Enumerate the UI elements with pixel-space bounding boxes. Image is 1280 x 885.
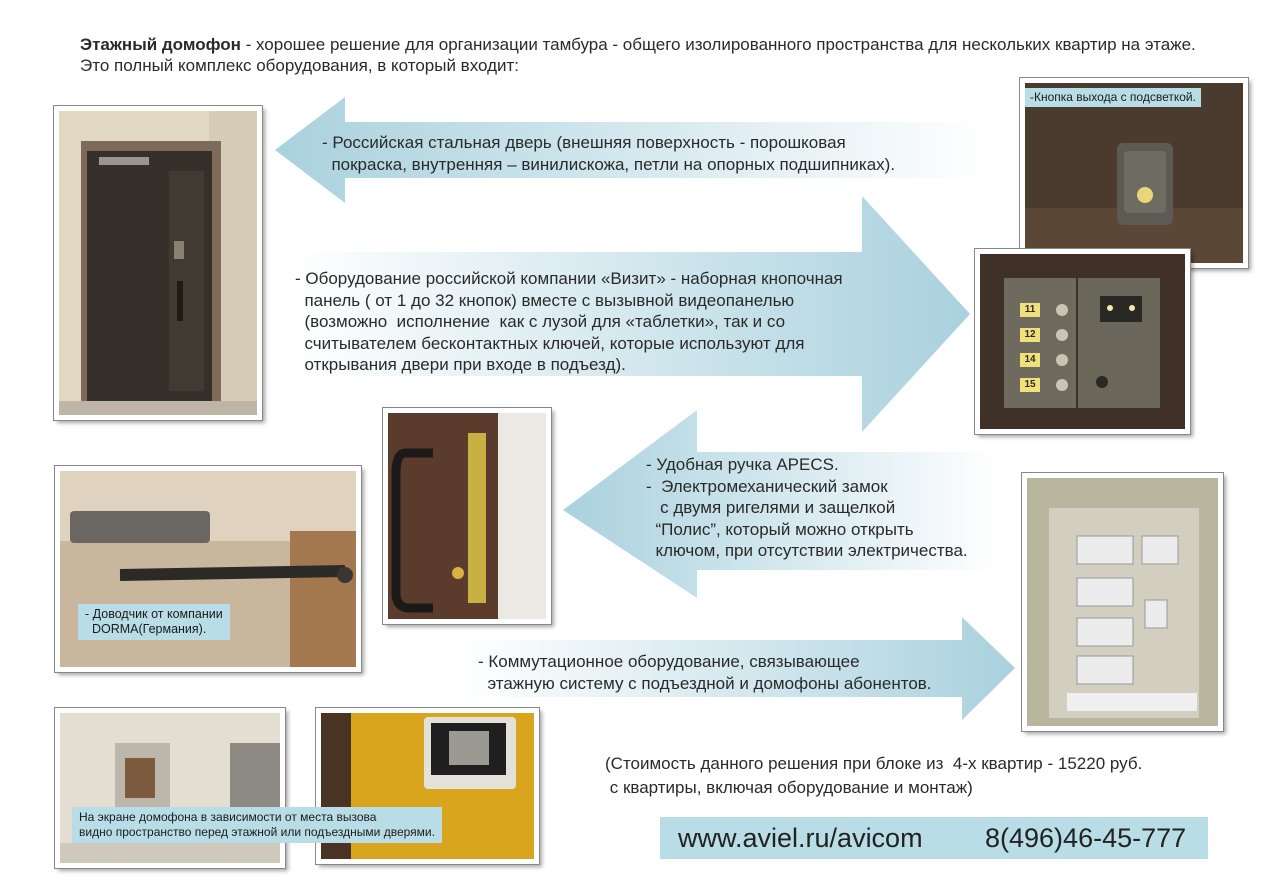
- contact-bar: [660, 817, 1208, 859]
- door-photo: [53, 105, 263, 421]
- switching-cabinet-image: [1027, 478, 1218, 726]
- exit-button-photo: -Кнопка выхода с подсветкой.: [1019, 77, 1249, 269]
- call-panel-photo: 11 12 14 15: [974, 248, 1191, 435]
- lock-description: - Удобная ручка APECS. - Электромеханиче…: [646, 455, 968, 560]
- arrow-switch-right: [463, 617, 1015, 720]
- hallway-photo: [54, 707, 286, 869]
- call-panel-image: [980, 254, 1185, 429]
- panel-button-15: 15: [1020, 378, 1040, 392]
- exit-button-image: [1025, 83, 1243, 263]
- panel-button-11: 11: [1020, 303, 1040, 317]
- door-closer-caption: - Доводчик от компании DORMA(Германия).: [78, 604, 230, 640]
- exit-button-caption: -Кнопка выхода с подсветкой.: [1025, 88, 1201, 107]
- phone-number: 8(496)46-45-777: [985, 823, 1187, 853]
- panel-button-14: 14: [1020, 353, 1040, 367]
- price-note: (Стоимость данного решения при блоке из …: [605, 754, 1143, 797]
- panel-button-12: 12: [1020, 328, 1040, 342]
- door-description: - Российская стальная дверь (внешняя пов…: [322, 133, 896, 174]
- arrow-door-left: [275, 97, 990, 203]
- panel-description: - Оборудование российской компании «Визи…: [295, 269, 843, 374]
- arrow-panel-right: [290, 196, 970, 432]
- handle-lock-photo: [382, 407, 552, 625]
- intro-body: - хорошее решение для организации тамбур…: [80, 35, 1196, 75]
- arrow-lock-left: [563, 410, 1000, 598]
- panel-button-labels: 11 12 14 15: [1020, 303, 1040, 392]
- handle-lock-image: [388, 413, 546, 619]
- door-closer-photo: - Доводчик от компании DORMA(Германия).: [54, 465, 362, 673]
- switch-description: - Коммутационное оборудование, связывающ…: [478, 652, 932, 693]
- intro-text: Этажный домофон - хорошее решение для ор…: [80, 34, 1210, 76]
- intro-title: Этажный домофон: [80, 35, 241, 54]
- switching-cabinet-photo: [1021, 472, 1224, 732]
- website-link[interactable]: www.aviel.ru/avicom: [678, 823, 923, 853]
- door-image: [59, 111, 257, 415]
- screen-caption: На экране домофона в зависимости от мест…: [72, 807, 442, 843]
